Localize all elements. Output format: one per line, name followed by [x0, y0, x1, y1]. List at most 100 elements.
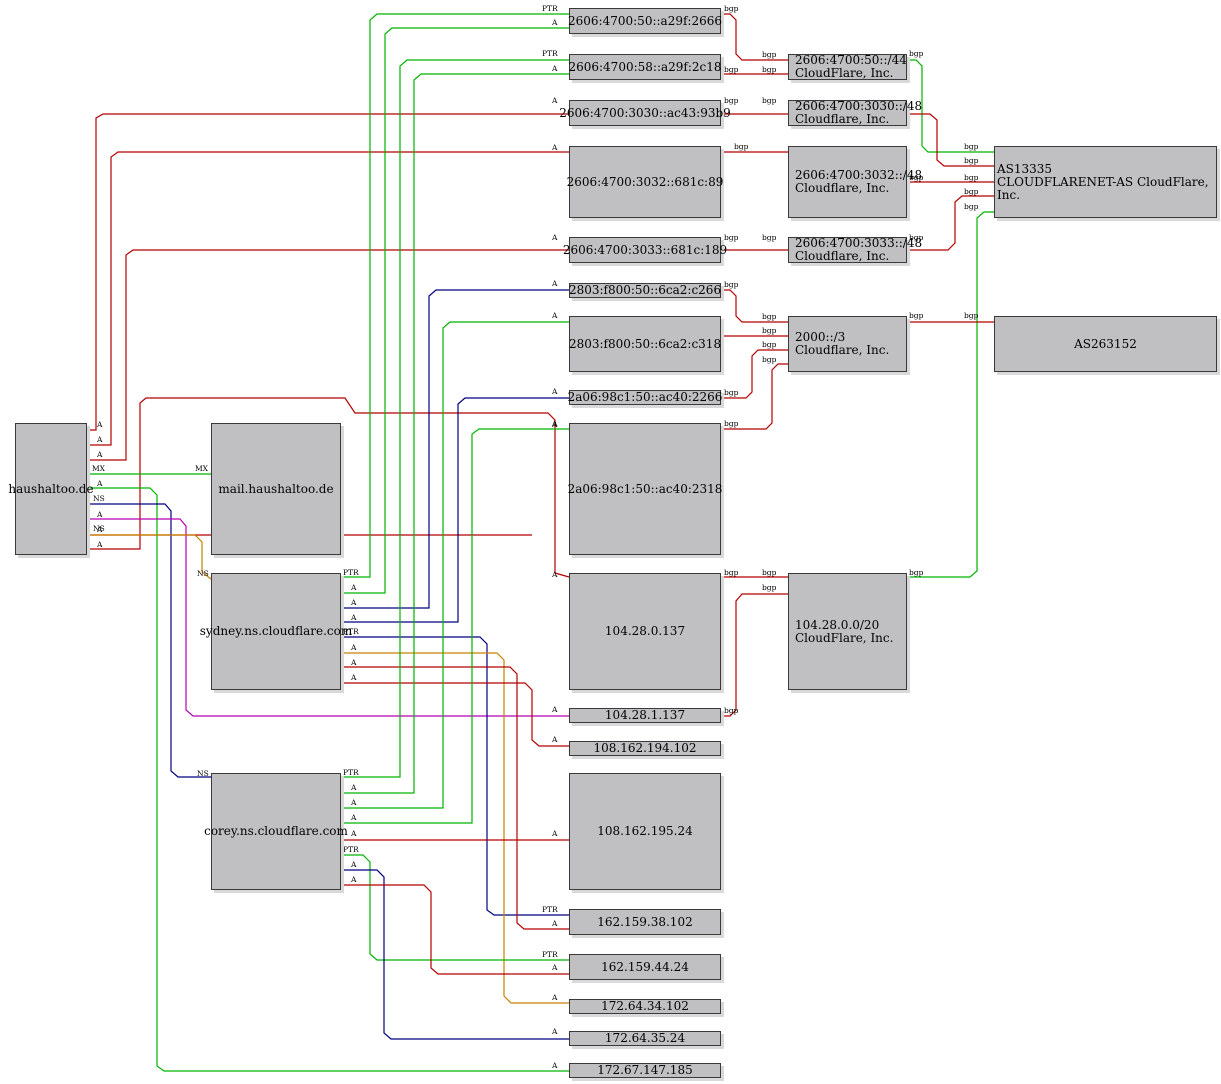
edge-a-25 — [341, 884, 569, 975]
edge-label-bgp: bgp — [762, 568, 777, 577]
node-prefix-2606-50-44[interactable]: 2606:4700:50::/44 CloudFlare, Inc. — [788, 54, 907, 80]
edge-label-bgp: bgp — [762, 583, 777, 592]
edge-label-bgp: bgp — [762, 233, 777, 242]
edge-label-a: A — [350, 813, 357, 822]
node-ip-108-162-194-102[interactable]: 108.162.194.102 — [569, 741, 721, 756]
node-prefix-2000-3[interactable]: 2000::/3 Cloudflare, Inc. — [788, 316, 907, 372]
node-v6-a29f-2c18[interactable]: 2606:4700:58::a29f:2c18 — [568, 54, 722, 80]
edge-label-bgp: bgp — [724, 4, 739, 13]
edge-label-a: A — [96, 450, 103, 459]
edge-a-20 — [341, 321, 569, 809]
edge-label-a: A — [551, 387, 558, 396]
edge-label-a: A — [551, 1027, 558, 1036]
edge-label-bgp: bgp — [909, 568, 924, 577]
node-label: 104.28.1.137 — [604, 708, 686, 722]
edge-bgp-33 — [721, 349, 788, 399]
node-as13335[interactable]: AS13335 CLOUDFLARENET-AS CloudFlare, Inc… — [994, 146, 1217, 218]
edge-a-3 — [87, 397, 570, 578]
edge-label-bgp: bgp — [724, 233, 739, 242]
edge-a-6 — [87, 487, 569, 1072]
edge-label-a: A — [551, 735, 558, 744]
edge-label-ptr: PTR — [542, 905, 558, 914]
edge-label-a: A — [551, 419, 558, 428]
node-v6-ac40-2318[interactable]: 2a06:98c1:50::ac40:2318 — [567, 423, 723, 555]
node-label: 2a06:98c1:50::ac40:2266 — [567, 390, 723, 404]
edge-label-bgp: bgp — [734, 142, 749, 151]
edge-ns-9 — [87, 534, 212, 580]
node-ip-172-67-147-185[interactable]: 172.67.147.185 — [569, 1063, 721, 1078]
edge-a-12 — [341, 289, 569, 609]
node-ip-172-64-35-24[interactable]: 172.64.35.24 — [569, 1031, 721, 1046]
edge-label-a: A — [551, 963, 558, 972]
node-sydney[interactable]: sydney.ns.cloudflare.com — [200, 573, 352, 690]
edge-label-bgp: bgp — [724, 96, 739, 105]
edge-a-19 — [341, 73, 569, 794]
node-label: 108.162.194.102 — [593, 741, 697, 755]
edge-label-a: A — [551, 1061, 558, 1070]
edge-label-a: A — [350, 643, 357, 652]
edge-label-a: A — [96, 435, 103, 444]
node-corey[interactable]: corey.ns.cloudflare.com — [204, 773, 348, 890]
node-v6-6ca2-c266[interactable]: 2803:f800:50::6ca2:c266 — [569, 283, 721, 298]
edge-a-16 — [341, 666, 569, 930]
edge-a-0 — [87, 113, 569, 431]
node-mail[interactable]: mail.haushaltoo.de — [211, 423, 341, 555]
edge-label-a: A — [350, 613, 357, 622]
edge-label-a: A — [551, 993, 558, 1002]
edge-label-ptr: PTR — [542, 950, 558, 959]
node-as263152[interactable]: AS263152 — [994, 316, 1217, 372]
node-label: 2a06:98c1:50::ac40:2318 — [567, 481, 723, 496]
edge-label-bgp: bgp — [964, 173, 979, 182]
node-label: corey.ns.cloudflare.com — [204, 824, 348, 838]
edge-label-bgp: bgp — [909, 311, 924, 320]
edge-label-bgp: bgp — [964, 142, 979, 151]
node-label: 2606:4700:50::/44 CloudFlare, Inc. — [795, 53, 907, 80]
edge-label-mx: MX — [195, 464, 209, 473]
edge-label-ptr: PTR — [343, 845, 359, 854]
node-ip-172-64-34-102[interactable]: 172.64.34.102 — [569, 999, 721, 1014]
node-v6-ac40-2266[interactable]: 2a06:98c1:50::ac40:2266 — [567, 390, 723, 405]
node-label: 2606:4700:3033::/48 Cloudflare, Inc. — [795, 236, 923, 263]
node-ip-108-162-195-24[interactable]: 108.162.195.24 — [569, 773, 721, 890]
edge-bgp-36 — [721, 593, 788, 717]
node-prefix-104-28-0-0-20[interactable]: 104.28.0.0/20 CloudFlare, Inc. — [788, 573, 907, 690]
edge-label-ns: NS — [93, 494, 105, 503]
node-ip-104-28-0-137[interactable]: 104.28.0.137 — [569, 573, 721, 690]
node-label: 2000::/3 Cloudflare, Inc. — [795, 330, 890, 357]
node-label: 2803:f800:50::6ca2:c318 — [568, 336, 722, 351]
node-ip-162-159-38-102[interactable]: 162.159.38.102 — [569, 909, 721, 935]
node-ip-162-159-44-24[interactable]: 162.159.44.24 — [569, 954, 721, 980]
edge-label-a: A — [551, 279, 558, 288]
edge-bgp-37 — [907, 59, 994, 153]
edge-ptr-14 — [341, 636, 569, 916]
edge-label-a: A — [551, 420, 558, 429]
node-label: sydney.ns.cloudflare.com — [199, 624, 353, 638]
node-prefix-2606-3032-48[interactable]: 2606:4700:3032::/48 Cloudflare, Inc. — [788, 146, 922, 218]
edge-label-a: A — [350, 860, 357, 869]
edge-label-bgp: bgp — [724, 280, 739, 289]
node-v6-ac43-93b9[interactable]: 2606:4700:3030::ac43:93b9 — [559, 100, 731, 126]
node-haushaltoo[interactable]: haushaltoo.de — [8, 423, 94, 555]
edge-bgp-38 — [907, 113, 994, 167]
edge-label-bgp: bgp — [762, 355, 777, 364]
node-v6-a29f-2666[interactable]: 2606:4700:50::a29f:2666 — [568, 8, 722, 34]
edge-ptr-18 — [341, 59, 569, 778]
node-ip-104-28-1-137[interactable]: 104.28.1.137 — [569, 708, 721, 723]
edge-label-a: A — [551, 143, 558, 152]
node-label: haushaltoo.de — [8, 481, 94, 496]
edge-label-a: A — [551, 311, 558, 320]
node-prefix-2606-3033-48[interactable]: 2606:4700:3033::/48 Cloudflare, Inc. — [788, 237, 922, 263]
edge-label-bgp: bgp — [724, 419, 739, 428]
node-label: 2803:f800:50::6ca2:c266 — [568, 283, 722, 297]
node-label: 2606:4700:3032::/48 Cloudflare, Inc. — [795, 168, 923, 195]
node-label: 2606:4700:3030::/48 Cloudflare, Inc. — [795, 99, 923, 126]
edge-label-a: A — [96, 510, 103, 519]
node-v6-681c-89[interactable]: 2606:4700:3032::681c:89 — [567, 146, 723, 218]
node-v6-6ca2-c318[interactable]: 2803:f800:50::6ca2:c318 — [569, 316, 721, 372]
edge-a-2 — [87, 249, 569, 461]
edge-bgp-40 — [907, 195, 994, 251]
edge-a-11 — [341, 27, 569, 594]
node-v6-681c-189[interactable]: 2606:4700:3033::681c:189 — [563, 237, 727, 263]
edge-bgp-31 — [721, 289, 788, 323]
node-prefix-2606-3030-48[interactable]: 2606:4700:3030::/48 Cloudflare, Inc. — [788, 100, 922, 126]
